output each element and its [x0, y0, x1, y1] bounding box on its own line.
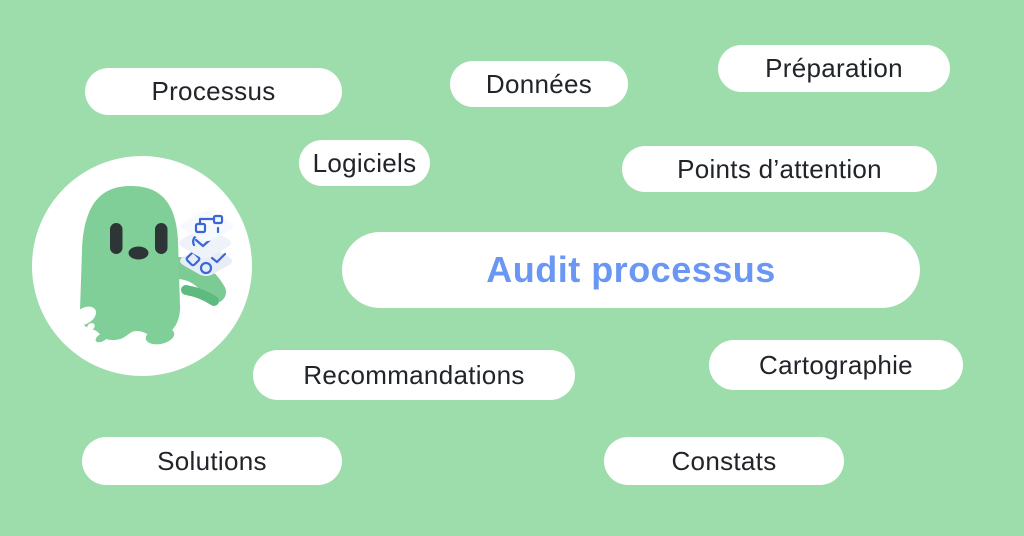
- tag-cartographie-label: Cartographie: [759, 349, 913, 380]
- tag-processus: Processus: [85, 68, 342, 115]
- tag-logiciels-label: Logiciels: [312, 147, 417, 178]
- tag-recommandations-label: Recommandations: [303, 359, 525, 390]
- mouth: [128, 246, 149, 260]
- tag-preparation: Préparation: [718, 45, 950, 92]
- tag-solutions: Solutions: [82, 437, 342, 485]
- tag-donnees: Données: [450, 61, 628, 107]
- tag-logiciels: Logiciels: [299, 140, 430, 186]
- central-title-pill: Audit processus: [342, 232, 920, 308]
- tag-points-attention: Points d’attention: [622, 146, 937, 192]
- ghost-mascot: [72, 186, 181, 345]
- ghost-face: [110, 223, 168, 260]
- tag-cartographie: Cartographie: [709, 340, 963, 390]
- mascot-arm: [165, 257, 226, 306]
- process-layers-icon: [179, 210, 233, 277]
- tag-constats: Constats: [604, 437, 844, 485]
- tag-processus-label: Processus: [151, 76, 276, 106]
- tag-constats-label: Constats: [671, 445, 777, 476]
- left-eye: [110, 223, 123, 254]
- tag-solutions-label: Solutions: [157, 445, 267, 476]
- tag-preparation-label: Préparation: [765, 53, 903, 83]
- tag-recommandations: Recommandations: [253, 350, 575, 400]
- right-eye: [155, 223, 168, 254]
- tag-donnees-label: Données: [485, 68, 593, 99]
- central-title-label: Audit processus: [486, 249, 776, 290]
- tag-points-attention-label: Points d’attention: [677, 153, 882, 184]
